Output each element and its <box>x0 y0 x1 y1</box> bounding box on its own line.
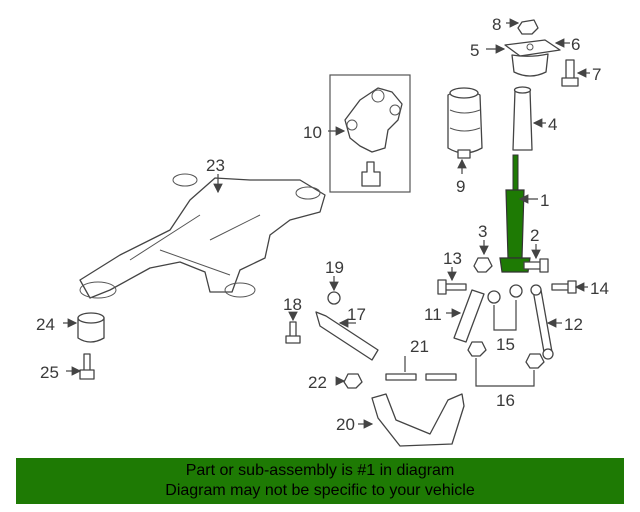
callout-labels: 1 2 3 4 5 6 7 8 9 10 11 12 13 14 15 16 1… <box>36 15 609 434</box>
shock-absorber-part <box>499 154 531 273</box>
lateral-link-part <box>453 289 485 343</box>
crossmember-part <box>79 173 326 299</box>
crossmember-bolt-part <box>79 353 95 380</box>
link-bolt-part <box>437 279 467 295</box>
link-17-part <box>315 311 379 361</box>
callout-8: 8 <box>492 15 501 34</box>
callout-17: 17 <box>347 305 366 324</box>
bushing-right-part <box>509 284 523 298</box>
callout-23: 23 <box>206 156 225 175</box>
bushing-left-part <box>487 290 501 304</box>
lower-control-arm-part <box>371 393 465 447</box>
air-spring-part <box>447 87 483 159</box>
callout-22: 22 <box>308 373 327 392</box>
callout-1: 1 <box>540 191 549 210</box>
lower-nut-part <box>473 257 493 273</box>
shock-bolt-part <box>523 258 549 273</box>
parts-diagram: 1 2 3 4 5 6 7 8 9 10 11 12 13 14 15 16 1… <box>36 15 609 447</box>
callout-6: 6 <box>571 35 580 54</box>
callout-19: 19 <box>325 258 344 277</box>
nut-16b-part <box>525 353 545 369</box>
callout-2: 2 <box>530 226 539 245</box>
bolts-21-part <box>385 373 457 381</box>
callout-20: 20 <box>336 415 355 434</box>
callout-7: 7 <box>592 65 601 84</box>
callout-9: 9 <box>456 177 465 196</box>
callout-13: 13 <box>443 249 462 268</box>
leader-lines <box>63 18 590 429</box>
banner-line-2: Diagram may not be specific to your vehi… <box>165 482 475 499</box>
upper-mount-part <box>504 39 561 77</box>
bushing-19-part <box>327 291 341 305</box>
knuckle-part <box>329 74 411 193</box>
upper-nut-part <box>517 19 539 35</box>
nut-16a-part <box>467 341 487 357</box>
banner-line-1: Part or sub-assembly is #1 in diagram <box>185 462 455 479</box>
callout-11: 11 <box>424 305 442 324</box>
callout-14: 14 <box>590 279 609 298</box>
nut-22-part <box>343 373 363 389</box>
callout-21: 21 <box>410 337 429 356</box>
callout-24: 24 <box>36 315 55 334</box>
callout-16: 16 <box>496 391 515 410</box>
callout-5: 5 <box>470 41 479 60</box>
crossmember-bushing-part <box>77 312 105 343</box>
dust-boot-part <box>512 86 533 151</box>
info-banner: Part or sub-assembly is #1 in diagram Di… <box>16 458 624 504</box>
callout-15: 15 <box>496 335 515 354</box>
callout-18: 18 <box>283 295 302 314</box>
bolt-18-part <box>285 321 301 344</box>
upper-bolt-part <box>561 59 579 87</box>
callout-3: 3 <box>478 222 487 241</box>
toe-link-part <box>530 284 554 360</box>
callout-4: 4 <box>548 115 557 134</box>
callout-10: 10 <box>303 123 322 142</box>
callout-25: 25 <box>40 363 59 382</box>
toe-link-bolt-part <box>551 280 577 294</box>
callout-12: 12 <box>564 315 583 334</box>
